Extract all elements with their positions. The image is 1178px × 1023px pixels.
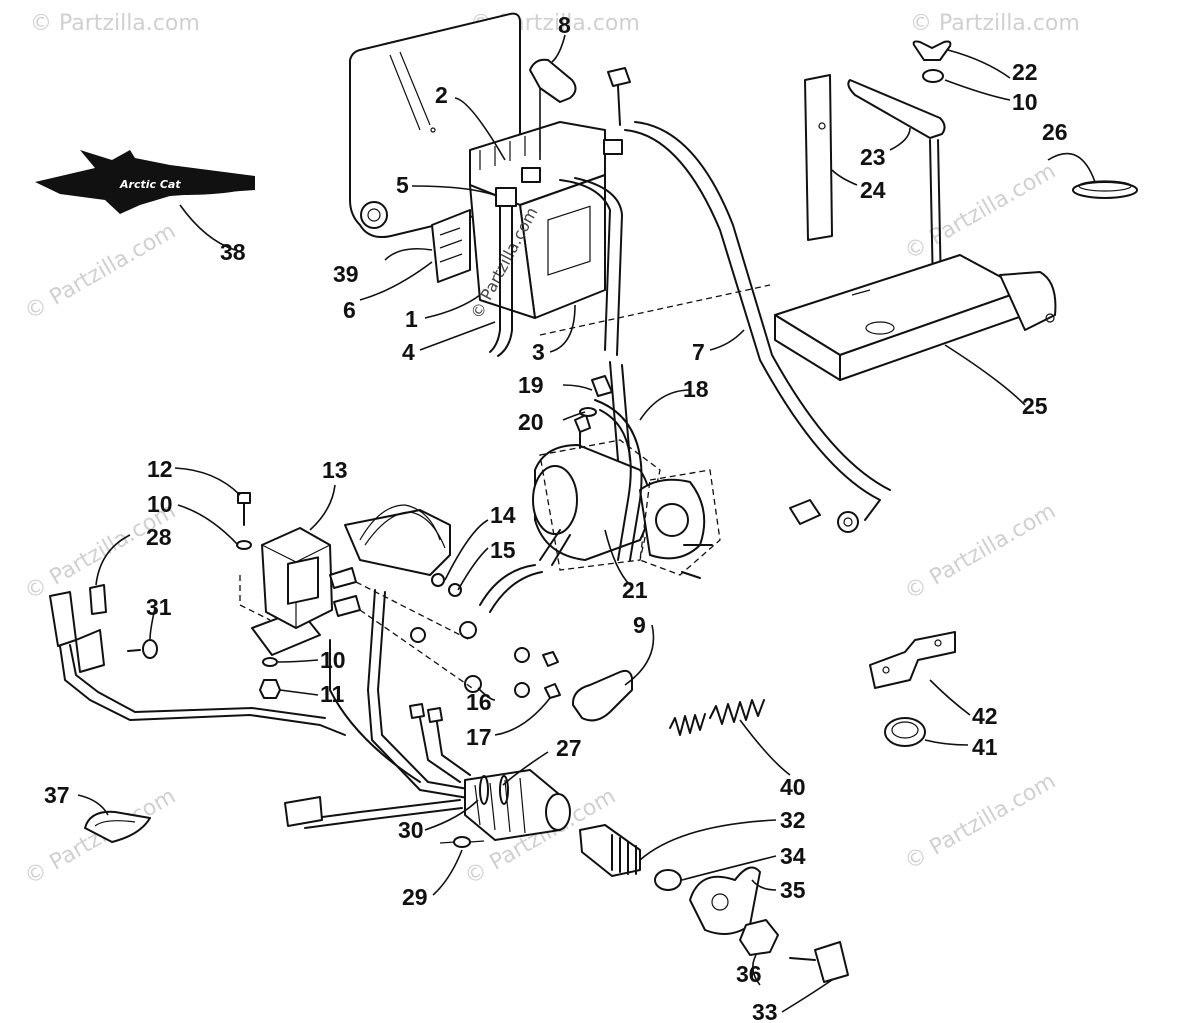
springs — [669, 699, 765, 736]
switch-retaining-nut — [739, 919, 779, 956]
leader-lines — [77, 34, 1096, 1013]
callout-35: 35 — [780, 877, 806, 903]
battery-tray — [774, 254, 1057, 381]
callout-26: 26 — [1042, 119, 1068, 145]
watermark-top-left: © Partzilla.com — [30, 11, 200, 36]
callout-1: 1 — [405, 306, 418, 332]
fuse-holder — [49, 584, 346, 736]
callout-33: 33 — [752, 999, 778, 1023]
logo-text: Arctic Cat — [119, 178, 181, 191]
callout-41: 41 — [972, 734, 998, 760]
solenoid-wires — [344, 504, 451, 576]
callout-31: 31 — [146, 594, 172, 620]
callout-3: 3 — [532, 339, 545, 365]
callout-13: 13 — [322, 457, 348, 483]
mounting-bracket — [869, 631, 956, 689]
battery-bolt — [607, 67, 631, 126]
hex-nut — [259, 679, 281, 699]
solenoid-bolt — [237, 492, 251, 526]
cable-tie-strap — [1072, 180, 1138, 199]
callout-18: 18 — [683, 376, 709, 402]
battery: © Partzilla.com — [467, 121, 623, 322]
callout-29: 29 — [402, 884, 428, 910]
watermark-mid-right: © Partzilla.com — [901, 159, 1061, 266]
callout-15: 15 — [490, 537, 516, 563]
starter-cables — [539, 399, 643, 566]
callout-8: 8 — [558, 12, 571, 38]
callout-25: 25 — [1022, 393, 1048, 419]
washer-upper — [236, 540, 252, 550]
callout-34: 34 — [780, 843, 806, 869]
callout-22: 22 — [1012, 59, 1038, 85]
hose-clamp — [884, 717, 926, 747]
callout-14: 14 — [490, 502, 516, 528]
callout-40: 40 — [780, 774, 806, 800]
callout-10-top: 10 — [1012, 89, 1038, 115]
terminal-boot — [571, 669, 633, 722]
callout-labels: 8 2 5 38 39 6 1 4 3 7 22 10 26 23 24 25 … — [44, 12, 1068, 1023]
callout-27: 27 — [556, 735, 582, 761]
terminal-cap — [529, 58, 577, 160]
starter-motor — [532, 375, 721, 579]
callout-21: 21 — [622, 577, 648, 603]
washer-lower — [262, 657, 278, 667]
watermark-mid-left: © Partzilla.com — [21, 219, 181, 326]
callout-9: 9 — [633, 612, 646, 638]
battery-pad — [431, 209, 471, 283]
callout-37: 37 — [44, 782, 70, 808]
callout-5: 5 — [396, 172, 409, 198]
hold-down-bracket — [804, 74, 833, 241]
callout-7: 7 — [692, 339, 705, 365]
ignition-connector — [464, 769, 571, 841]
callout-4: 4 — [402, 339, 415, 365]
ignition-key — [789, 941, 849, 983]
fuse-screw — [127, 639, 158, 659]
wiring-harness — [284, 589, 486, 829]
cable-strap-left — [84, 810, 151, 843]
callout-10-mid: 10 — [147, 491, 173, 517]
ignition-switch — [579, 824, 641, 877]
callout-11: 11 — [320, 681, 345, 707]
callout-12: 12 — [147, 456, 173, 482]
callout-6: 6 — [343, 297, 356, 323]
callout-19: 19 — [518, 372, 544, 398]
callout-30: 30 — [398, 817, 424, 843]
callout-28: 28 — [146, 524, 172, 550]
callout-20: 20 — [518, 409, 544, 435]
callout-39: 39 — [333, 261, 359, 287]
callout-23: 23 — [860, 144, 886, 170]
vent-tube — [489, 187, 517, 357]
callout-38: 38 — [220, 239, 246, 265]
callout-42: 42 — [972, 703, 998, 729]
solenoid-hardware — [355, 564, 561, 699]
negative-cable — [624, 121, 891, 533]
starter-solenoid — [239, 527, 361, 656]
callout-24: 24 — [860, 177, 886, 203]
battery-strap — [847, 79, 946, 139]
watermark-right: © Partzilla.com — [901, 499, 1061, 606]
watermark-top-right: © Partzilla.com — [910, 11, 1080, 36]
callout-10-low: 10 — [320, 647, 346, 673]
callout-2: 2 — [435, 82, 448, 108]
watermark-bottom-right: © Partzilla.com — [901, 769, 1061, 876]
callout-16: 16 — [466, 689, 492, 715]
callout-17: 17 — [466, 724, 492, 750]
callout-36: 36 — [736, 961, 762, 987]
resistor — [439, 836, 485, 848]
switch-nut — [654, 869, 682, 891]
callout-32: 32 — [780, 807, 806, 833]
arctic-cat-logo: Arctic Cat — [35, 150, 255, 214]
switch-bezel — [689, 866, 761, 935]
positive-cable — [559, 177, 631, 461]
